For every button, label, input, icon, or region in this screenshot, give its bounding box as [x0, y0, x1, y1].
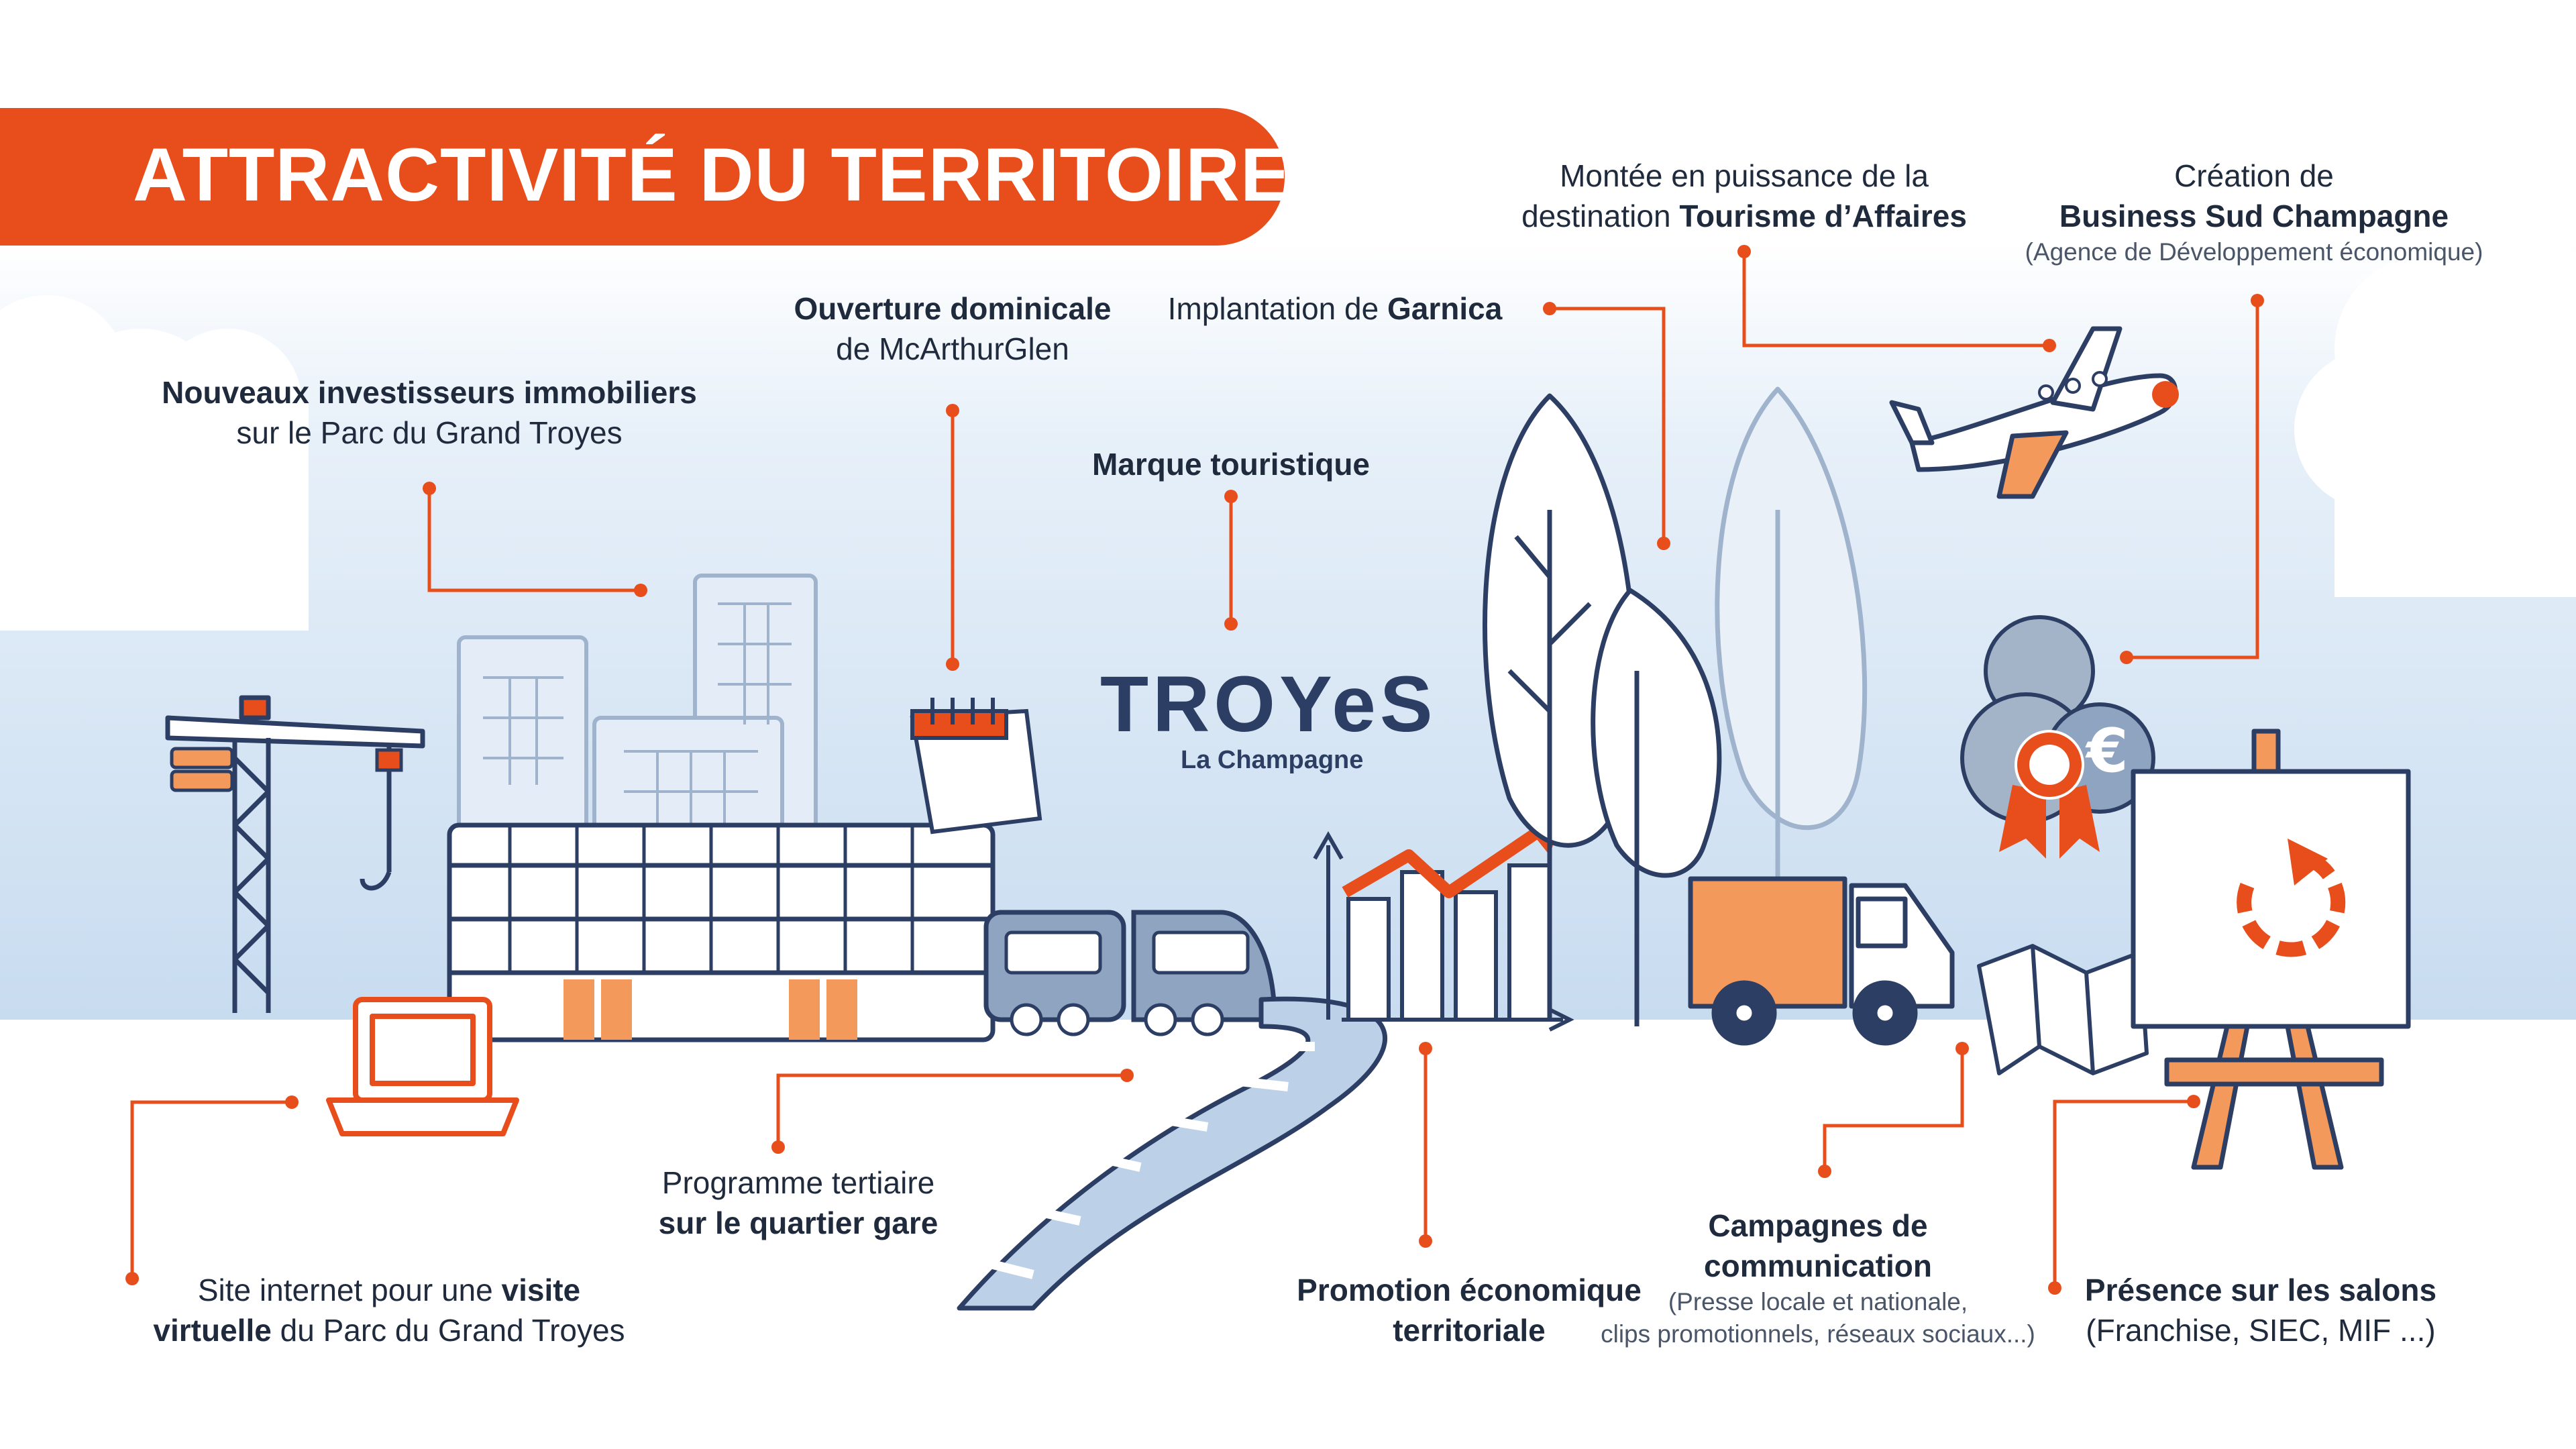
page-title: ATTRACTIVITÉ DU TERRITOIRE	[133, 133, 1291, 217]
label-promotion: Promotion économique territoriale	[1297, 1273, 1642, 1348]
easel-icon	[2131, 729, 2411, 1170]
award-medal-icon	[1999, 730, 2100, 859]
label-campaigns: Campagnes de communication (Presse local…	[1601, 1208, 2035, 1348]
truck-icon	[1688, 876, 1955, 1046]
railway-track-icon	[957, 996, 1387, 1311]
label-brand: Marque touristique	[1091, 447, 1371, 482]
logo-wordmark: TROYeS	[1100, 660, 1437, 749]
crane-icon	[165, 695, 425, 1013]
trees	[1483, 393, 1722, 1026]
label-business-sud: Création de Business Sud Champagne (Agen…	[2025, 158, 2483, 266]
map-icon	[1977, 944, 2149, 1075]
troyes-logo: TROYeS La Champagne	[1100, 660, 1437, 775]
office-building	[447, 822, 996, 1042]
label-garnica: Implantation de Garnica	[1167, 291, 1503, 326]
svg-text:€: €	[2085, 716, 2129, 786]
label-tertiary: Programme tertiaire sur le quartier gare	[658, 1165, 938, 1240]
label-fairs: Présence sur les salons (Franchise, SIEC…	[2084, 1273, 2437, 1348]
label-investors: Nouveaux investisseurs immobiliers sur l…	[162, 375, 697, 450]
label-mcarthurglen: Ouverture dominicale de McArthurGlen	[794, 291, 1112, 366]
logo-tagline: La Champagne	[1181, 746, 1364, 774]
calendar-icon	[910, 698, 1042, 835]
label-website: Site internet pour une visite virtuelle …	[153, 1273, 625, 1348]
title-banner	[0, 108, 1285, 246]
label-business-tourism: Montée en puissance de la destination To…	[1521, 158, 1967, 233]
laptop-icon	[326, 997, 519, 1136]
